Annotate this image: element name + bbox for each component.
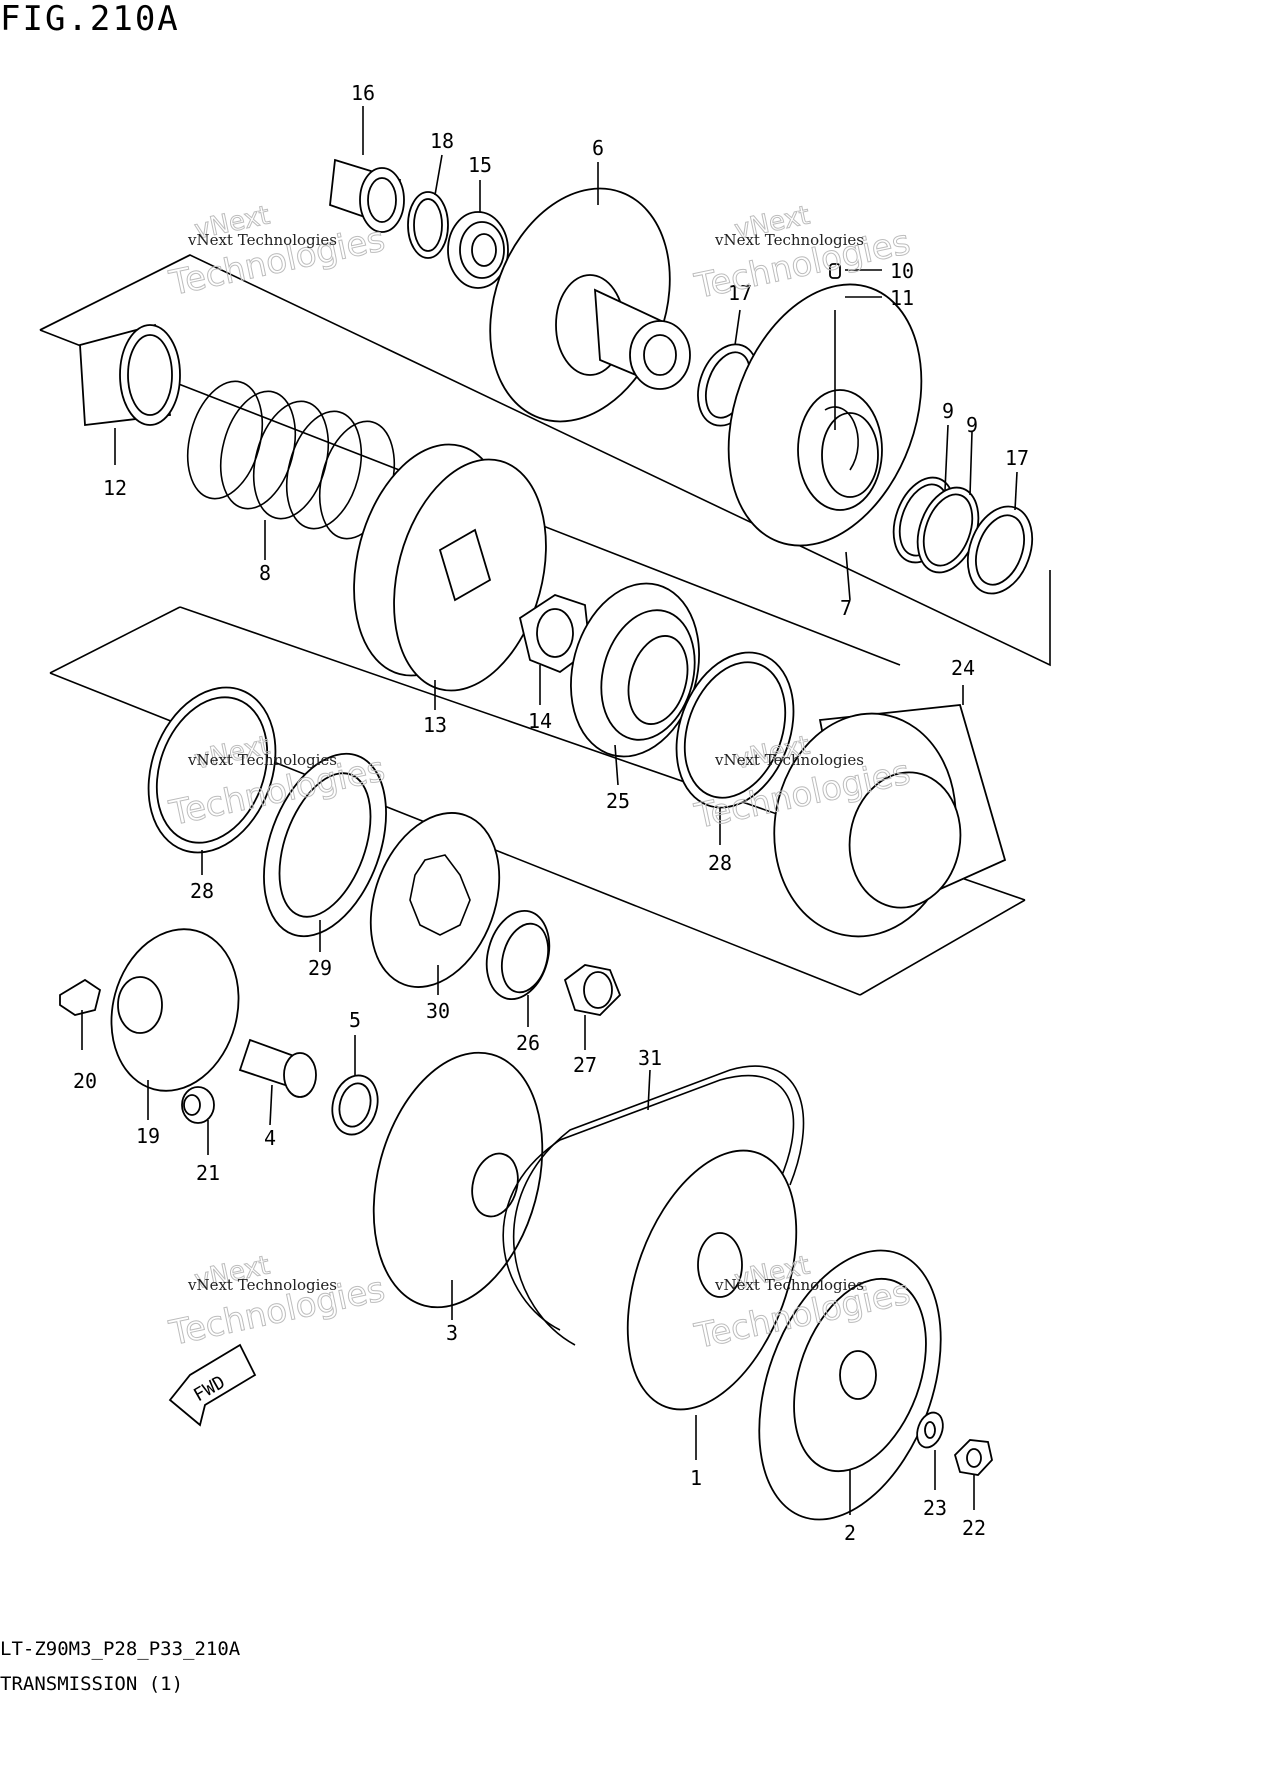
part-18-circlip [407, 191, 449, 259]
part-30-plate [369, 812, 501, 988]
part-7-movable-driven-face [727, 283, 923, 547]
watermark-small-mid-right: vNext Technologies [714, 751, 864, 769]
watermark-small-bottom-right: vNext Technologies [714, 1276, 864, 1294]
callout-28b: 28 [190, 879, 214, 903]
callout-30: 30 [426, 999, 450, 1023]
figure-title: FIG.210A [0, 0, 180, 39]
part-17-o-ring-b [966, 505, 1034, 595]
watermark-small-mid-left: vNext Technologies [187, 751, 337, 769]
callout-20: 20 [73, 1069, 97, 1093]
callout-24: 24 [951, 656, 975, 680]
part-5-ring [331, 1074, 379, 1136]
leader-lines [81, 106, 1018, 1515]
callout-1: 1 [690, 1466, 702, 1490]
watermark-small-top-right: vNext Technologies [714, 231, 864, 249]
callout-11: 11 [890, 286, 914, 310]
callout-15: 15 [468, 153, 492, 177]
callout-18: 18 [430, 129, 454, 153]
part-4-collar [238, 1038, 317, 1098]
callout-4: 4 [264, 1126, 276, 1150]
callout-12: 12 [103, 476, 127, 500]
part-29-lock-washer [263, 752, 387, 938]
callout-17a: 17 [728, 281, 752, 305]
callout-26: 26 [516, 1031, 540, 1055]
callout-6: 6 [592, 136, 604, 160]
callout-9a: 9 [942, 399, 954, 423]
part-10-guide-pin [829, 263, 841, 279]
part-2-fan-drive-face [758, 1249, 942, 1521]
callout-8: 8 [259, 561, 271, 585]
model-code: LT-Z90M3_P28_P33_210A [0, 1638, 241, 1660]
callout-22: 22 [962, 1516, 986, 1540]
callout-25: 25 [606, 789, 630, 813]
part-26-bush [485, 909, 551, 1001]
part-12-spring-seat [79, 323, 181, 427]
callout-17b: 17 [1005, 446, 1029, 470]
callout-labels: 1 2 3 4 5 6 7 8 9 9 10 11 12 13 14 15 16… [73, 81, 1029, 1545]
part-24-clutch-housing [773, 704, 1007, 938]
callout-27: 27 [573, 1053, 597, 1077]
part-31-v-belt [502, 1065, 805, 1346]
part-15-bearing [447, 211, 509, 289]
callout-16: 16 [351, 81, 375, 105]
callout-21: 21 [196, 1161, 220, 1185]
part-28-washer-a [675, 651, 795, 809]
callout-31: 31 [638, 1046, 662, 1070]
part-8-spring [186, 380, 396, 540]
callout-7: 7 [840, 596, 852, 620]
callout-23: 23 [923, 1496, 947, 1520]
callout-13: 13 [423, 713, 447, 737]
part-19-cam-plate [110, 928, 240, 1092]
watermark-small-bottom-left: vNext Technologies [187, 1276, 337, 1294]
callout-29: 29 [308, 956, 332, 980]
part-1-fixed-drive-face [626, 1149, 798, 1411]
part-16-needle-bearing [329, 158, 405, 233]
part-6-driven-face [489, 187, 691, 423]
callout-19: 19 [136, 1124, 160, 1148]
part-27-nut [563, 964, 622, 1016]
part-9-o-ring-b [916, 486, 980, 574]
callout-3: 3 [446, 1321, 458, 1345]
callout-10: 10 [890, 259, 914, 283]
part-28-washer-b [147, 686, 277, 854]
fwd-direction-arrow: FWD [168, 1343, 257, 1427]
section-title: TRANSMISSION (1) [0, 1673, 183, 1695]
callout-5: 5 [349, 1008, 361, 1032]
part-20-slide-piece [59, 978, 102, 1016]
callout-14: 14 [528, 709, 552, 733]
part-25-bearing-housing [570, 582, 700, 758]
part-21-spacer [181, 1086, 215, 1124]
callout-9b: 9 [966, 413, 978, 437]
part-13-clutch-shoe-assembly [353, 443, 547, 692]
part-22-nut [953, 1439, 993, 1476]
watermark-small-top-left: vNext Technologies [187, 231, 337, 249]
callout-28a: 28 [708, 851, 732, 875]
callout-2: 2 [844, 1521, 856, 1545]
part-3-movable-drive-face [372, 1051, 544, 1309]
part-23-washer [916, 1411, 944, 1449]
